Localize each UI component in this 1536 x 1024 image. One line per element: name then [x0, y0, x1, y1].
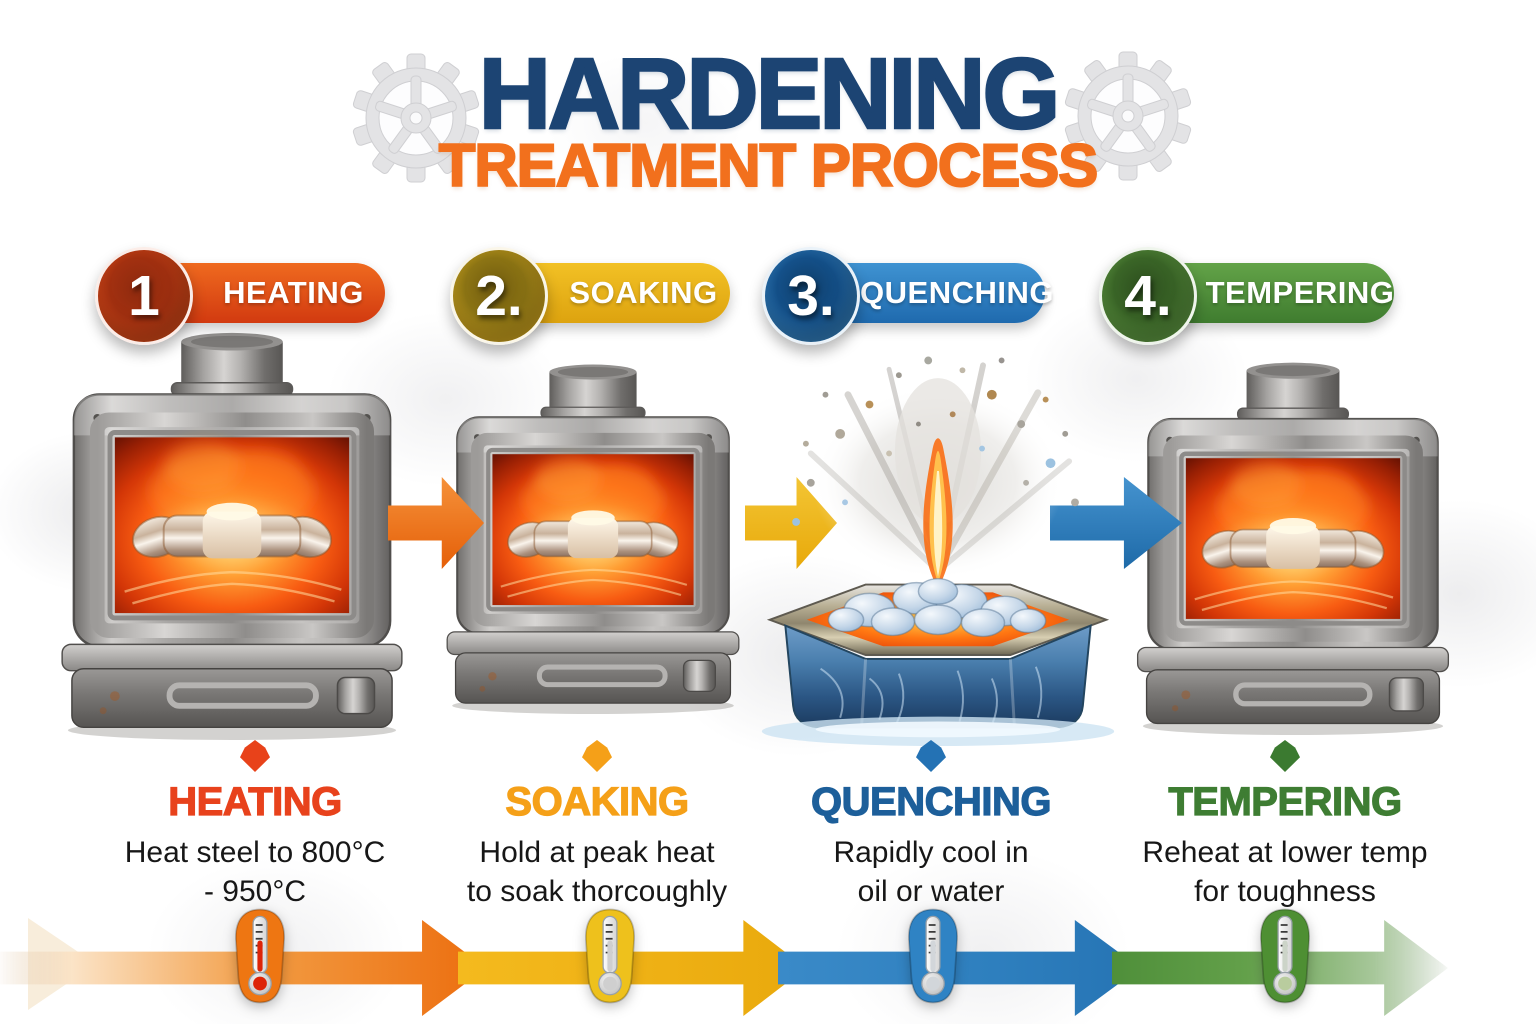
step-number-circle: 4.: [1099, 247, 1197, 345]
step-description-heating: HEATING Heat steel to 800°C - 950°C: [95, 740, 415, 911]
step-badge-label: SOAKING: [569, 275, 718, 310]
furnace-illustration-heating: [56, 330, 408, 740]
pin-marker-icon: [582, 740, 612, 772]
step-badge-label: HEATING: [223, 275, 364, 310]
quench-tank-illustration: [752, 336, 1124, 747]
description-line: Rapidly cool in: [833, 836, 1029, 869]
thermometer-icon: [1254, 904, 1316, 1008]
step-number-circle: 3.: [762, 247, 860, 345]
page-title: HARDENING: [477, 38, 1061, 150]
step-description-text: Rapidly cool in oil or water: [771, 833, 1091, 911]
step-number: 2.: [475, 263, 523, 328]
thermometer-icon: [579, 904, 641, 1008]
description-line: Reheat at lower temp: [1142, 836, 1428, 869]
step-description-text: Hold at peak heat to soak thorcoughly: [437, 833, 757, 911]
step-badge-label: TEMPERING: [1205, 275, 1395, 310]
step-heading: SOAKING: [505, 779, 690, 824]
step-number: 1: [128, 263, 160, 328]
step-heading: TEMPERING: [1168, 779, 1403, 824]
description-line: to soak thorcoughly: [466, 875, 728, 908]
step-description-soaking: SOAKING Hold at peak heat to soak thorco…: [437, 740, 757, 911]
step-badge-label: QUENCHING: [860, 275, 1054, 310]
thermometer-icon: [902, 904, 964, 1008]
pin-marker-icon: [240, 740, 270, 772]
step-description-text: Heat steel to 800°C - 950°C: [95, 833, 415, 911]
step-number-circle: 1: [95, 247, 193, 345]
furnace-illustration-soaking: [442, 362, 744, 714]
page-subtitle: TREATMENT PROCESS: [438, 132, 1100, 199]
step-heading: HEATING: [168, 779, 343, 824]
furnace-illustration-tempering: [1132, 360, 1454, 735]
description-line: Heat steel to 800°C: [124, 836, 386, 869]
thermometer-icon: [229, 904, 291, 1008]
description-line: Hold at peak heat: [479, 836, 715, 869]
step-heading: QUENCHING: [810, 779, 1052, 824]
description-line: for toughness: [1194, 875, 1376, 908]
step-description-quenching: QUENCHING Rapidly cool in oil or water: [771, 740, 1091, 911]
step-number-circle: 2.: [450, 247, 548, 345]
pin-marker-icon: [916, 740, 946, 772]
pin-marker-icon: [1270, 740, 1300, 772]
step-number: 3.: [787, 263, 835, 328]
description-line: - 950°C: [203, 875, 307, 908]
title-block: HARDENING TREATMENT PROCESS: [0, 0, 1536, 199]
step-number: 4.: [1124, 263, 1172, 328]
description-line: oil or water: [857, 875, 1005, 908]
step-description-tempering: TEMPERING Reheat at lower temp for tough…: [1115, 740, 1455, 911]
step-description-text: Reheat at lower temp for toughness: [1115, 833, 1455, 911]
